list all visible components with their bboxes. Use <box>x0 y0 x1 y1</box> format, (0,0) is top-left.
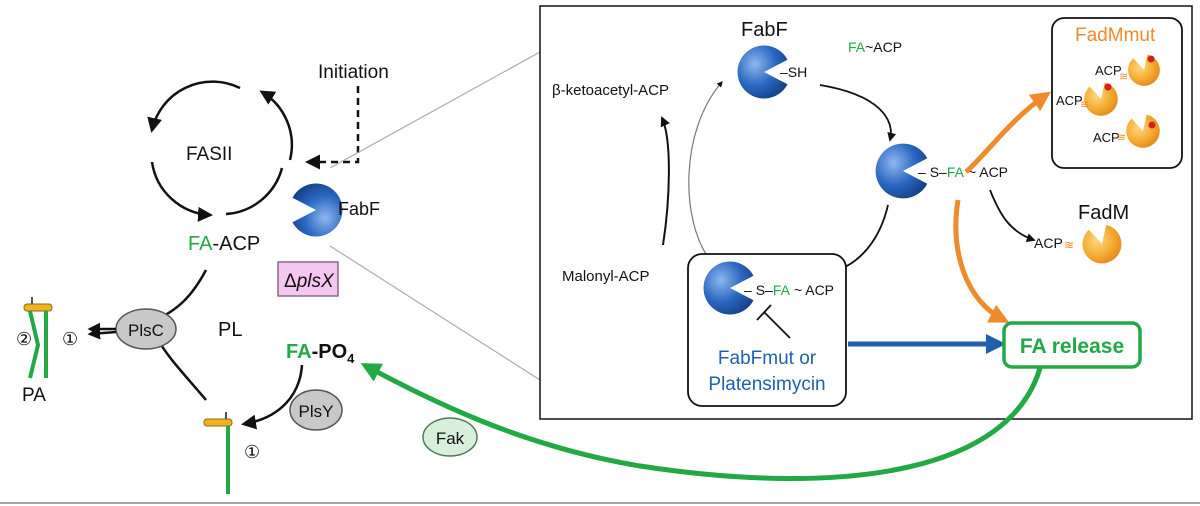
zoom-line-bottom <box>329 245 541 381</box>
plsc-node: PlsC <box>87 308 177 350</box>
initiation-dashed-arrow <box>305 86 360 170</box>
malonyl-acp-label: Malonyl-ACP <box>562 268 650 285</box>
fasii-cycle-arrow-top <box>147 80 241 133</box>
delta-plsx-label: ΔplsX <box>284 271 335 292</box>
plsc-label: PlsC <box>128 321 164 340</box>
fabf-right-label: FabF <box>741 19 788 41</box>
fasii-cycle-arrow-bottom <box>225 167 284 216</box>
inhibited-s-fa-acp-label: – S–FA~ ACP <box>744 282 834 298</box>
initiation-group: Initiation <box>305 62 389 170</box>
inhibited-to-fabf-arrow <box>688 81 723 261</box>
fadmmut-acp-3-label: ACP <box>1093 130 1120 145</box>
fadmmut-acp-1-label: ACP <box>1095 63 1122 78</box>
plsy-node: PlsY <box>289 389 343 431</box>
fadm-label: FadM <box>1078 202 1129 224</box>
pl-label: PL <box>218 319 242 341</box>
malonyl-to-ketoacyl-arrow <box>660 116 670 246</box>
fa-po4-label: FA-PO4 <box>286 341 355 366</box>
fa-release-label: FA release <box>1020 335 1124 358</box>
fabf-to-sfa-arrow <box>819 84 897 142</box>
fadmmut-box: FadMmut ACP ≋ ACP ≋ ACP ≋ <box>1051 17 1183 169</box>
fadmmut-acp-2-label: ACP <box>1056 93 1083 108</box>
s-fa-acp-label: – S–FA~ ACP <box>918 164 1008 180</box>
mutation-dot-2 <box>1104 83 1112 91</box>
lpa-to-plsc-line <box>156 339 207 401</box>
fak-label: Fak <box>436 429 465 448</box>
sfa-to-fadm-arrow <box>989 189 1036 242</box>
fadmmut-label: FadMmut <box>1075 25 1156 46</box>
fa-release-box: FA release <box>1002 321 1142 369</box>
fa-release-frame <box>1002 321 1142 369</box>
fadm-group: FadM ACP ≋ <box>989 189 1129 266</box>
mutation-dot-1 <box>1147 55 1155 63</box>
plsy-label: PlsY <box>299 402 334 421</box>
pa-molecule: ② ① PA <box>16 297 78 406</box>
fabfmut-line1-label: FabFmut or <box>718 348 817 369</box>
fa-acp-left-label: FA-ACP <box>188 233 260 255</box>
fadm-acp-chain: ≋ <box>1064 238 1074 252</box>
inhibition-bar <box>756 304 772 321</box>
plsy-ellipse <box>289 389 343 431</box>
inhibition-line <box>763 311 791 339</box>
fasii-cycle: FASII <box>147 80 294 222</box>
pa-label: PA <box>22 385 46 406</box>
fabf-left-label: FabF <box>338 199 380 219</box>
pa-chain-bent <box>28 310 41 379</box>
circle-1-lpa-label: ① <box>244 442 260 462</box>
delta-plsx-background <box>277 261 339 297</box>
fabfmut-box: – S–FA~ ACP FabFmut or Platensimycin <box>687 253 847 407</box>
fasii-label: FASII <box>186 144 232 165</box>
fabf-left-enzyme-icon <box>292 183 343 237</box>
acp-chain-3: ≋ <box>1117 132 1126 144</box>
fabfmut-line2-label: Platensimycin <box>708 374 825 395</box>
sfa-to-fadmmut-arrow <box>964 91 1051 174</box>
circle-2-label: ② <box>16 329 32 349</box>
mutation-dot-3 <box>1148 121 1156 129</box>
fadmmut-enzyme-1: ACP ≋ <box>1095 52 1162 88</box>
fabf-left-group: FabF <box>292 183 380 237</box>
plsc-arrow-2 <box>87 327 117 340</box>
sh-label: –SH <box>780 64 807 80</box>
fabf-sfa-group: – S–FA~ ACP <box>875 143 1008 199</box>
delta-plsx-box: ΔplsX <box>277 261 339 297</box>
pa-headgroup <box>23 303 53 312</box>
fasii-cycle-arrow-right <box>259 90 294 161</box>
fa-acp-right-label: FA~ACP <box>848 39 902 55</box>
ketoacyl-acp-label: β-ketoacetyl-ACP <box>552 82 669 99</box>
lpa-molecule: ① <box>203 412 260 494</box>
fabf-right-group: FabF –SH <box>737 19 807 99</box>
fadmmut-enzyme-2: ACP ≋ <box>1056 80 1120 118</box>
zoom-line-top <box>329 51 541 169</box>
fak-node: Fak <box>422 417 478 457</box>
fa-acp-to-plsc-line <box>159 269 208 320</box>
fa-po4-to-lpa-arrow <box>241 364 304 430</box>
fasii-cycle-arrow-left <box>150 161 213 222</box>
fa-release-to-fa-po4-arrow <box>360 363 1043 482</box>
initiation-label: Initiation <box>318 62 389 83</box>
fak-ellipse <box>422 417 478 457</box>
circle-1-pa-label: ① <box>62 329 78 349</box>
fadmmut-enzyme-3: ACP ≋ <box>1093 112 1162 150</box>
fadm-acp-label: ACP <box>1034 235 1063 251</box>
lpa-headgroup <box>203 418 233 427</box>
acp-chain-2: ≋ <box>1080 99 1089 111</box>
acp-chain-1: ≋ <box>1119 71 1128 83</box>
sfa-to-fa-release-arrow <box>953 199 1010 323</box>
